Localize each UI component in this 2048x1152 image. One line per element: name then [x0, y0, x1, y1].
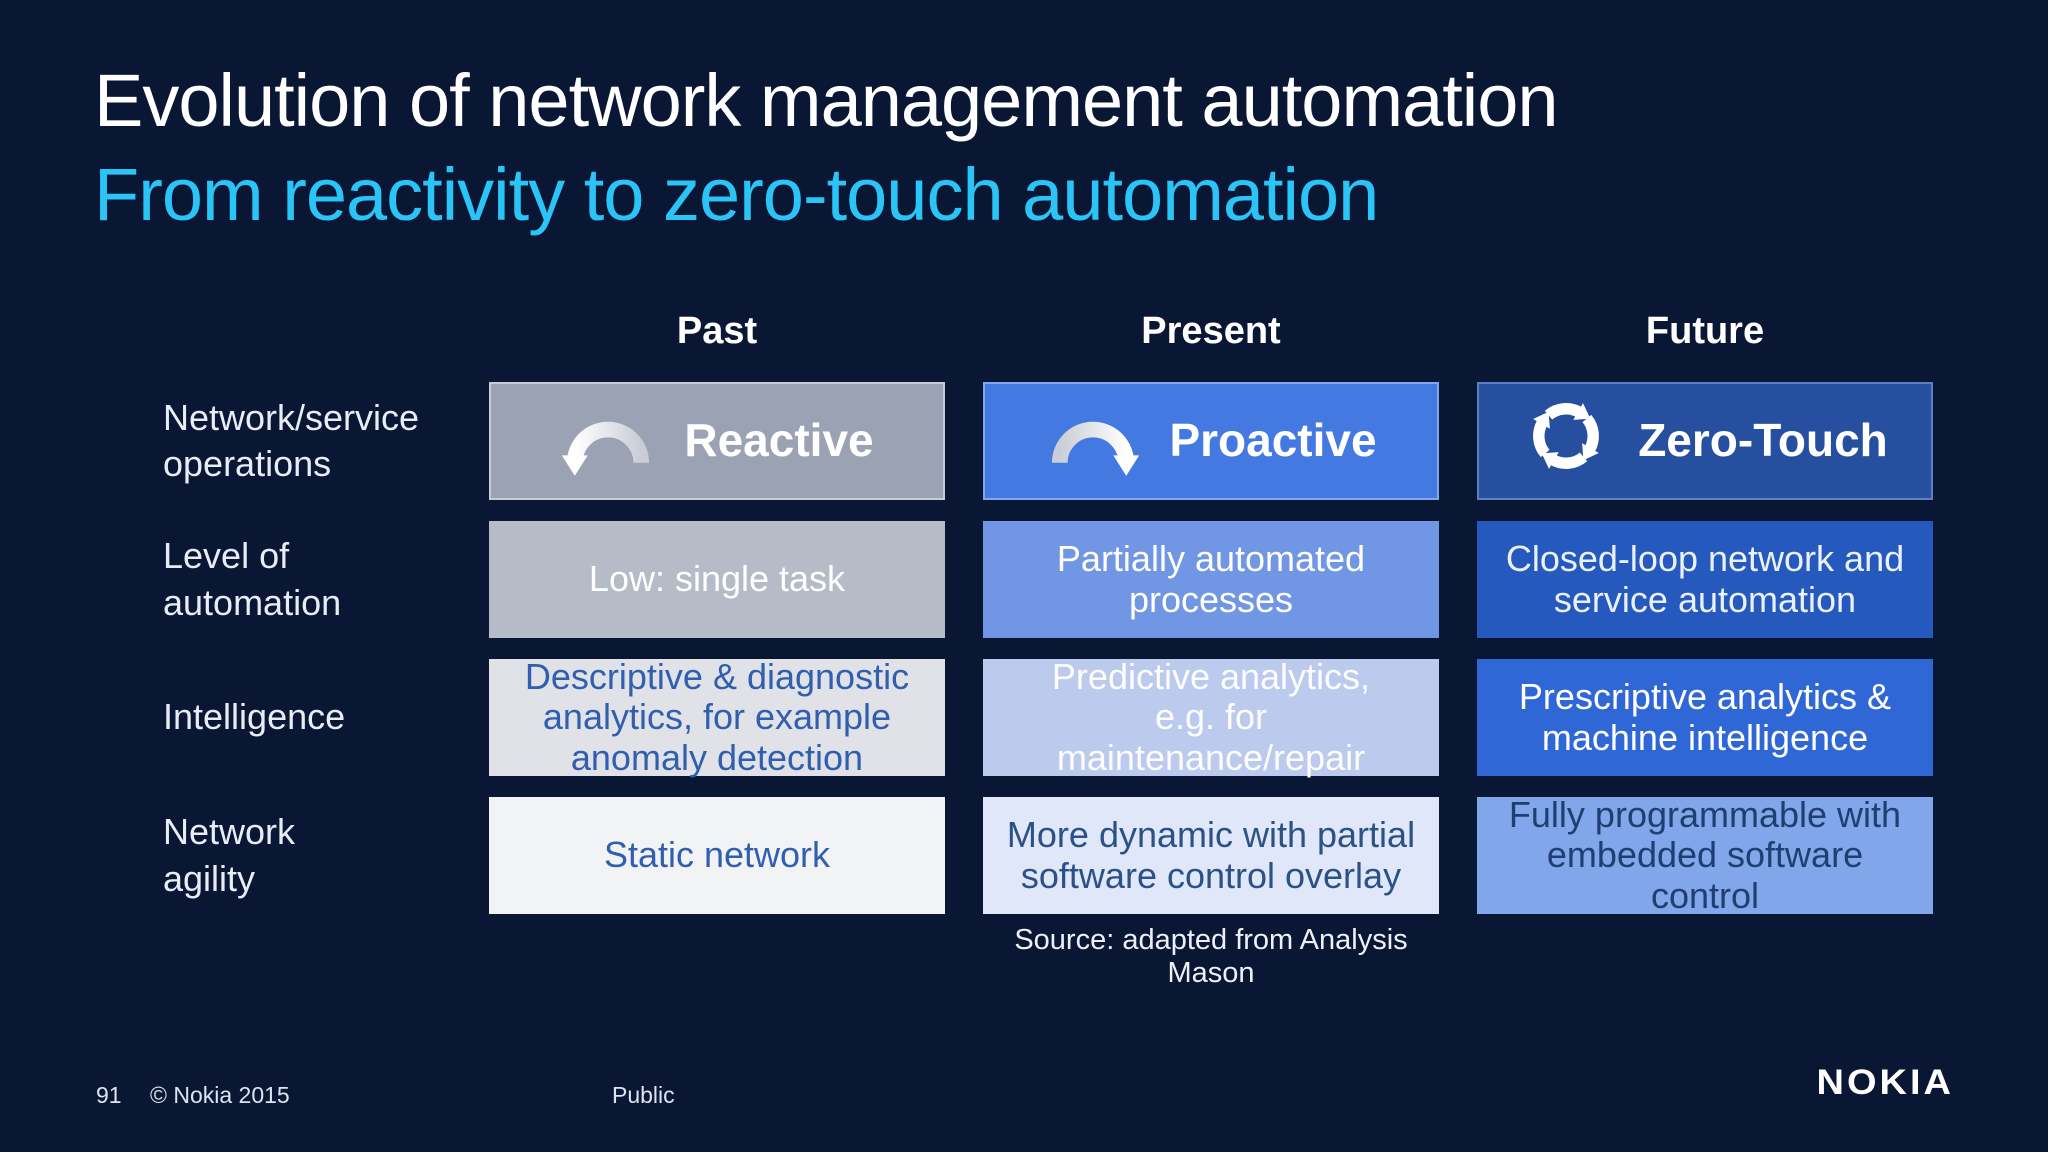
row-label-network-agility: Network agility: [163, 811, 296, 899]
table-cell-agility-past: Static network: [489, 797, 945, 914]
phase-cell-proactive: Proactive: [983, 382, 1439, 500]
source-note: Source: adapted from Analysis Mason: [1014, 924, 1408, 989]
reactive-arc-arrow-icon: [560, 396, 656, 487]
phase-label: Proactive: [1169, 414, 1377, 467]
comparison-table: Past Present Future Network/service oper…: [127, 305, 1933, 916]
column-header-past: Past: [676, 310, 758, 352]
zero-touch-cycle-icon: [1522, 392, 1610, 491]
table-cell-intelligence-future: Prescriptive analytics & machine intelli…: [1477, 659, 1933, 776]
table-cell-automation-present: Partially automated processes: [983, 521, 1439, 638]
classification-label: Public: [612, 1082, 675, 1108]
table-cell-automation-future: Closed-loop network and service automati…: [1477, 521, 1933, 638]
phase-label: Zero-Touch: [1638, 414, 1888, 467]
phase-label: Reactive: [684, 414, 874, 467]
copyright-text: © Nokia 2015: [150, 1082, 290, 1108]
page-number: 91: [96, 1082, 122, 1108]
phase-cell-reactive: Reactive: [489, 382, 945, 500]
table-cell-agility-future: Fully programmable with embedded softwar…: [1477, 794, 1933, 916]
table-corner-spacer: [127, 305, 451, 361]
column-header-present: Present: [1141, 310, 1281, 352]
nokia-logo: NOKIA: [1816, 1063, 1954, 1103]
row-label-level-of-automation: Level of automation: [163, 535, 342, 623]
row-label-intelligence: Intelligence: [163, 696, 346, 738]
row-label-network-service-operations: Network/service operations: [163, 396, 420, 484]
table-cell-automation-past: Low: single task: [489, 521, 945, 638]
slide-subtitle: From reactivity to zero-touch automation: [94, 153, 1379, 236]
table-cell-intelligence-present: Predictive analytics, e.g. for maintenan…: [983, 656, 1439, 778]
table-cell-intelligence-past: Descriptive & diagnostic analytics, for …: [489, 656, 945, 778]
phase-cell-zero-touch: Zero-Touch: [1477, 382, 1933, 500]
column-header-future: Future: [1645, 310, 1765, 352]
proactive-arc-arrow-icon: [1045, 396, 1141, 487]
table-cell-agility-present: More dynamic with partial software contr…: [983, 797, 1439, 914]
slide-title: Evolution of network management automati…: [94, 59, 1559, 142]
